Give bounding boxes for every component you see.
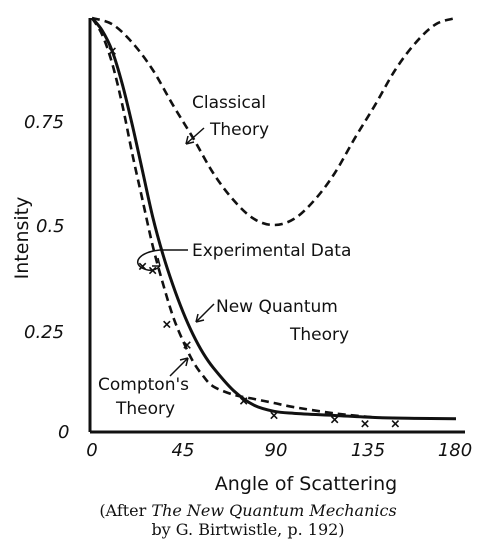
experimental-data-point (163, 320, 171, 329)
y-tick-labels: 0 0.25 0.5 0.75 (24, 112, 69, 443)
x-tick-label-4: 180 (438, 440, 472, 461)
experimental-data-point (108, 47, 116, 55)
classical-theory-label-line2: Theory (209, 120, 269, 140)
classical-theory-arrow (185, 127, 205, 145)
y-tick-label-3: 0.75 (24, 112, 64, 133)
caption-book-title: The New Quantum Mechanics (151, 501, 397, 520)
x-tick-label-0: 0 (86, 440, 97, 461)
new-quantum-theory-label-line2: Theory (289, 325, 349, 345)
experimental-data-label: Experimental Data (192, 241, 351, 261)
classical-theory-label-line1: Classical (192, 93, 266, 113)
experimental-data-arrow (137, 249, 188, 271)
series-line-new-quantum-theory (90, 17, 457, 421)
experimental-data-point (361, 419, 369, 428)
experimental-data-point (391, 419, 400, 428)
series-line-classical-theory (91, 16, 457, 227)
classical-theory-arrowhead (185, 135, 195, 145)
y-tick-label-0: 0 (58, 422, 69, 443)
comptons-theory-label-line2: Theory (115, 399, 175, 419)
x-tick-label-3: 135 (351, 440, 385, 461)
experimental-data-arrowhead (152, 257, 161, 267)
x-tick-label-1: 45 (172, 440, 195, 461)
y-tick-label-2: 0.5 (36, 216, 65, 237)
new-quantum-theory-arrow (195, 303, 215, 323)
caption-line-2: by G. Birtwistle, p. 192) (151, 520, 345, 539)
comptons-theory-arrow (169, 357, 189, 377)
comptons-theory-label-line1: Compton's (98, 375, 189, 395)
y-axis-title: Intensity (11, 197, 33, 280)
caption-prefix: (After (99, 501, 152, 520)
new-quantum-theory-arrowhead (195, 313, 205, 323)
experimental-data-point (330, 415, 339, 424)
new-quantum-theory-label-line1: New Quantum (216, 297, 338, 317)
curves-layer (90, 16, 457, 421)
comptons-theory-arrowhead (179, 357, 189, 367)
x-axis-title: Angle of Scattering (215, 473, 397, 495)
series-line-compton-s-theory (90, 17, 376, 419)
experimental-data-point (239, 397, 248, 405)
x-tick-labels: 0 45 90 135 180 (86, 440, 472, 461)
experimental-markers-layer (108, 47, 400, 428)
caption-line-1: (After The New Quantum Mechanics (0, 501, 496, 520)
experimental-data-point (270, 411, 278, 420)
x-tick-label-2: 90 (265, 440, 288, 461)
y-tick-label-1: 0.25 (24, 322, 64, 343)
experimental-data-point (183, 341, 191, 349)
